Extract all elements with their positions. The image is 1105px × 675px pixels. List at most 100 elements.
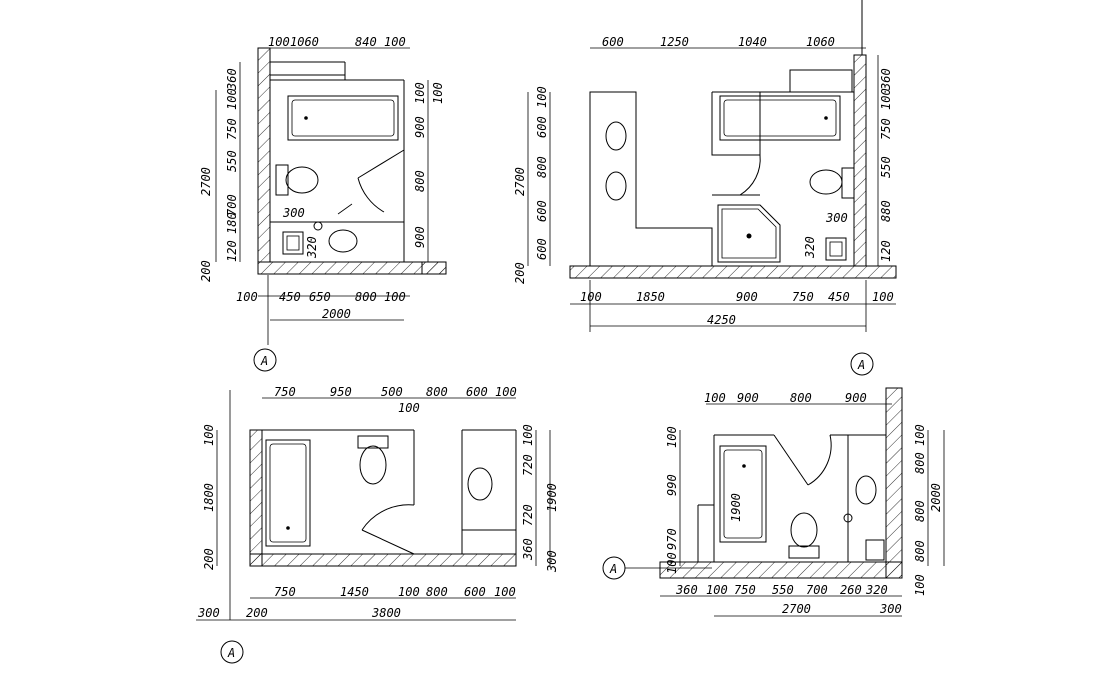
cabinet-icon xyxy=(865,539,885,561)
toilet-tank-icon xyxy=(357,435,389,449)
dim-bottom-6: 260 xyxy=(840,583,862,597)
dim-right-3: 900 xyxy=(413,116,427,138)
section-marker-label: A xyxy=(260,354,268,368)
dim-bottom-6: 100 xyxy=(872,290,894,304)
section-marker-label: A xyxy=(857,358,865,372)
dim-bottom-7: 320 xyxy=(865,583,888,597)
plan-1: 100 1060 840 100 360 100 750 550 700 180… xyxy=(199,35,447,372)
door-swing-icon xyxy=(361,504,415,531)
washbasin-icon xyxy=(605,171,627,201)
wall-left xyxy=(249,429,263,567)
section-marker-icon xyxy=(220,640,244,664)
dim-top-4: 100 xyxy=(384,35,406,49)
dim-right-3: 750 xyxy=(879,118,893,140)
drain-icon xyxy=(313,221,323,231)
dim-left-6: 180 xyxy=(225,212,239,234)
dim-right-1: 100 xyxy=(521,424,535,446)
dim-right-2: 720 xyxy=(521,454,535,476)
dim-total-extra: 300 xyxy=(879,602,902,616)
dim-bottom-3: 750 xyxy=(734,583,756,597)
dim-left-total: 2700 xyxy=(199,167,213,196)
wall-bottom xyxy=(659,561,903,579)
dim-top-2: 1250 xyxy=(660,35,689,49)
dim-left-5: 700 xyxy=(225,194,239,216)
section-marker-icon xyxy=(850,352,874,376)
dim-top-1: 100 xyxy=(268,35,290,49)
dim-right-2: 800 xyxy=(913,452,927,474)
dim-top-6: 100 xyxy=(495,385,517,399)
wall-bottom xyxy=(569,265,897,279)
dim-inner-1: 1900 xyxy=(729,493,743,522)
dim-bottom-4: 550 xyxy=(772,583,794,597)
dim-right-1: 100 xyxy=(913,424,927,446)
drain-icon xyxy=(843,513,853,523)
dim-right-5: 900 xyxy=(413,226,427,248)
bathtub-icon xyxy=(287,95,399,141)
section-marker-icon xyxy=(602,556,626,580)
dim-left-wall: 200 xyxy=(513,262,527,284)
dim-top-1: 750 xyxy=(274,385,296,399)
dim-right-4: 360 xyxy=(521,538,535,561)
washbasin-icon xyxy=(855,475,877,505)
dim-left-3: 750 xyxy=(225,118,239,140)
dim-left-3: 800 xyxy=(535,156,549,178)
dim-left-4: 600 xyxy=(535,200,549,222)
cabinet-icon xyxy=(825,237,847,261)
dim-right-1: 360 xyxy=(879,68,893,91)
wall-bottom xyxy=(257,261,447,275)
toilet-icon xyxy=(359,445,387,485)
dim-left-2: 1800 xyxy=(202,483,216,512)
dim-right-4: 800 xyxy=(913,540,927,562)
dim-top-4: 1060 xyxy=(806,35,835,49)
wall-left xyxy=(257,47,271,263)
dim-bottom-5: 600 xyxy=(464,585,486,599)
dim-left-1: 100 xyxy=(535,86,549,108)
dim-right-4: 800 xyxy=(413,170,427,192)
dim-left-7: 120 xyxy=(225,240,239,262)
dim-right-1: 100 xyxy=(413,82,427,104)
dim-left-3: 200 xyxy=(202,548,216,570)
dim-inner-2: 320 xyxy=(305,236,319,259)
dim-left-4: 550 xyxy=(225,150,239,172)
dim-bottom-5: 100 xyxy=(384,290,406,304)
section-marker-label: A xyxy=(609,562,617,576)
dim-left-2: 600 xyxy=(535,116,549,138)
dim-outer-1: 300 xyxy=(197,606,220,620)
dim-top-2: 900 xyxy=(737,391,759,405)
wall-bottom xyxy=(249,553,517,567)
bathtub-icon xyxy=(719,445,767,543)
dim-bottom-2: 1850 xyxy=(636,290,665,304)
dim-left-1: 100 xyxy=(202,424,216,446)
dim-total: 2000 xyxy=(322,307,351,321)
door-swing-icon xyxy=(357,177,385,213)
wall-bottom-right xyxy=(421,261,447,275)
dim-inner-1: 300 xyxy=(825,211,848,225)
dim-total: 4250 xyxy=(707,313,736,327)
dim-right-4: 550 xyxy=(879,156,893,178)
dim-left-5: 600 xyxy=(535,238,549,260)
dim-bottom-1: 360 xyxy=(675,583,698,597)
washbasin-icon xyxy=(467,467,493,501)
dim-bottom-3: 650 xyxy=(309,290,331,304)
dim-bottom-1: 750 xyxy=(274,585,296,599)
wall-right xyxy=(853,54,867,267)
dim-right-wall: 100 xyxy=(913,574,927,596)
dim-right-5: 880 xyxy=(879,200,893,222)
dim-right-wall: 300 xyxy=(545,550,559,573)
dim-bottom-6: 100 xyxy=(494,585,516,599)
toilet-tank-icon xyxy=(275,164,289,196)
dim-top-2: 950 xyxy=(330,385,352,399)
dim-top-extra: 100 xyxy=(398,401,420,415)
dim-bottom-2: 450 xyxy=(279,290,301,304)
dim-right-total: 1900 xyxy=(545,483,559,512)
dim-inner-2: 320 xyxy=(803,236,817,259)
dim-bottom-5: 700 xyxy=(806,583,828,597)
dim-total: 2700 xyxy=(782,602,811,616)
dim-top-2: 1060 xyxy=(290,35,319,49)
dim-outer-2: 200 xyxy=(246,606,268,620)
section-marker-icon xyxy=(253,348,277,372)
dim-top-1: 600 xyxy=(602,35,624,49)
dim-left-2: 100 xyxy=(225,88,239,110)
dim-top-3: 800 xyxy=(790,391,812,405)
